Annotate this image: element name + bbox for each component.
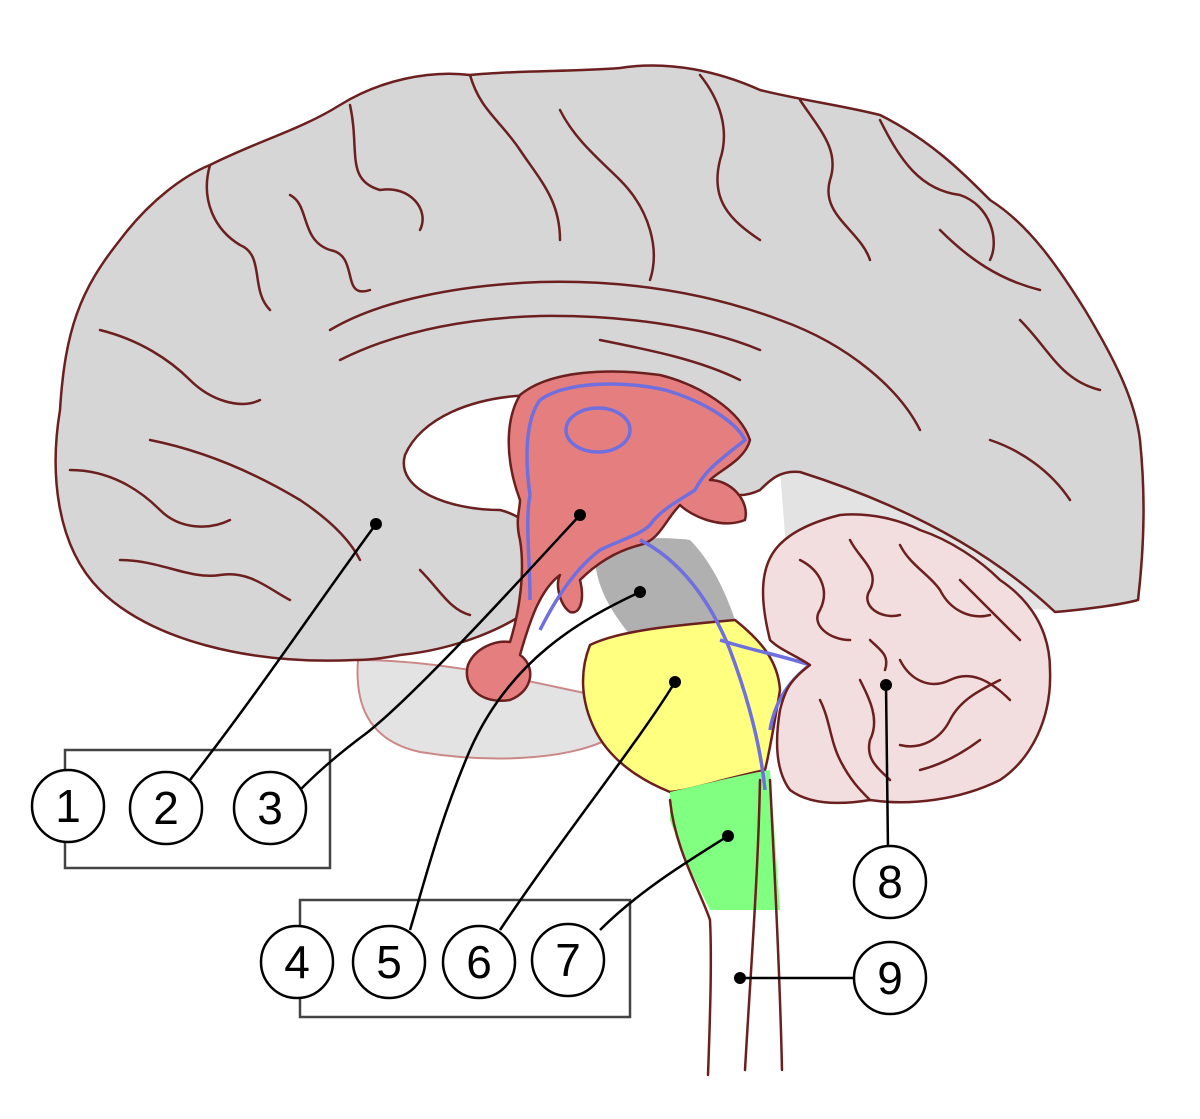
callout-3-label: 3 [257, 782, 283, 834]
cerebral-sulci [68, 73, 1102, 617]
leader-3 [299, 514, 581, 791]
dot-7 [722, 830, 734, 842]
spinal-cord [668, 798, 713, 1077]
leader-8 [884, 684, 890, 851]
callout-1-label: 1 [55, 780, 81, 832]
leader-2 [189, 523, 378, 781]
dot-6 [669, 676, 681, 688]
ventricle-outline [525, 382, 748, 631]
leader-5 [408, 590, 641, 931]
midbrain [595, 538, 735, 635]
pons [581, 618, 782, 794]
callout-9-label: 9 [877, 952, 903, 1004]
diencephalon [465, 370, 752, 703]
callout-5-label: 5 [376, 936, 402, 988]
callout-6-label: 6 [466, 936, 492, 988]
callout-2-label: 2 [153, 782, 179, 834]
callout-4: 4 [259, 924, 335, 1000]
callout-8: 8 [852, 844, 928, 920]
dot-5 [634, 586, 646, 598]
spinal-canal-line [743, 778, 762, 1072]
leader-lines [189, 514, 890, 980]
interthalamic-adhesion [564, 406, 632, 454]
callout-5: 5 [351, 924, 427, 1000]
callout-3: 3 [232, 770, 308, 846]
dot-9 [734, 972, 746, 984]
callout-9: 9 [852, 940, 928, 1016]
leader-6 [498, 681, 677, 931]
dot-3 [574, 509, 586, 521]
dot-2 [370, 518, 382, 530]
leader-7 [599, 834, 729, 931]
callout-7-label: 7 [555, 934, 581, 986]
cerebellum [761, 513, 1052, 805]
callout-7: 7 [530, 922, 606, 998]
cerebellar-folia [798, 538, 1022, 802]
leader-dots [370, 509, 892, 984]
callout-4-label: 4 [284, 936, 310, 988]
callout-2: 2 [128, 770, 204, 846]
cerebrum [54, 64, 1145, 662]
callout-6: 6 [441, 924, 517, 1000]
callout-8-label: 8 [877, 856, 903, 908]
spinal-cord-right-edge [768, 778, 784, 1072]
callout-1: 1 [30, 768, 106, 844]
dot-8 [880, 679, 892, 691]
